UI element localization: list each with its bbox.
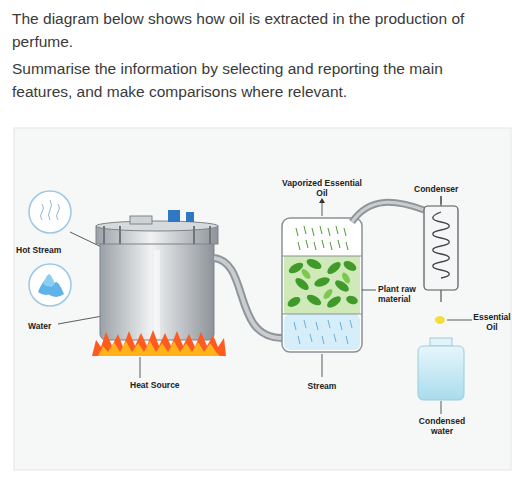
leader-line [322,354,323,377]
leaves-light [300,267,352,300]
steam-bubble [29,191,71,233]
gauge [186,212,194,222]
lid-bolts [104,226,210,244]
leader-line [441,401,442,414]
pipe [214,258,282,338]
leader-line [441,196,442,204]
flame-core [98,341,220,356]
condenser-neck [440,196,441,206]
plant-section [284,256,360,314]
divider [282,314,362,315]
jar [418,346,464,400]
part-label: Plant raw material [378,284,422,304]
flame [92,330,226,356]
part-label: Hot Stream [16,245,86,255]
shine [154,250,160,338]
condenser-outlet [440,290,441,302]
column [282,218,362,352]
divider [282,256,362,257]
part-label: Condenser [414,184,474,194]
coil [433,212,450,278]
boiler-lid [96,221,218,231]
instruction-text: The diagram below shows how oil is extra… [12,7,506,53]
part-label: Water [28,321,78,331]
steam-wisps [41,200,60,220]
part-label: Condensed water [412,416,472,436]
water-drops [38,274,64,297]
valve [130,216,152,224]
pipe [214,258,282,338]
part-label: Heat Source [130,380,200,390]
jar-neck [430,338,452,346]
pipe [352,202,424,222]
steam-section [284,314,360,350]
boiler [100,228,214,340]
arrow-head [319,198,325,203]
vapor-dashes [296,226,348,250]
condenser [424,206,458,290]
instruction-text: Summarise the information by selecting a… [12,57,506,103]
pipe [352,202,424,222]
oil-drop [435,316,445,324]
part-label: Vaporized Essential Oil [282,178,362,198]
leader-line [362,290,376,291]
water-bubble [29,264,71,306]
gauge [168,210,180,222]
part-label: Essential Oil [472,312,512,332]
part-label: Stream [292,381,352,391]
panel [14,128,511,470]
leaves [286,257,359,310]
steam-dashes [294,320,352,344]
leader-line [447,320,472,321]
leader-line [140,357,141,378]
